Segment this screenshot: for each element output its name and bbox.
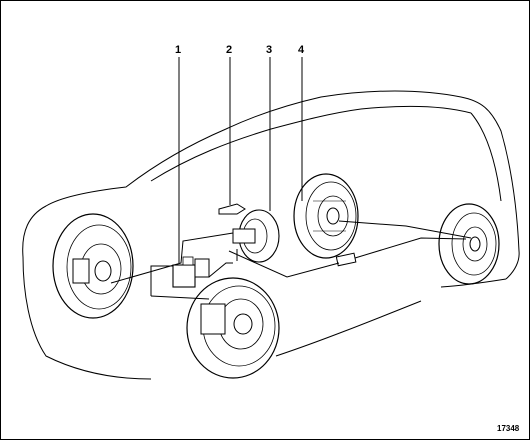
rear-brake-valve bbox=[335, 252, 357, 267]
brake-compensator-unit bbox=[172, 256, 210, 288]
callout-4: 4 bbox=[298, 44, 305, 56]
brake-lines bbox=[110, 220, 472, 300]
callout-3: 3 bbox=[266, 44, 272, 56]
rear-left-wheel bbox=[293, 173, 359, 259]
front-right-wheel bbox=[186, 277, 280, 379]
front-left-wheel bbox=[52, 213, 134, 319]
callout-leaders bbox=[178, 57, 303, 263]
callout-2: 2 bbox=[226, 44, 232, 56]
callout-1: 1 bbox=[175, 44, 181, 56]
rear-right-wheel bbox=[438, 203, 500, 285]
brake-fluid-reservoir bbox=[218, 203, 246, 215]
car-body-outline bbox=[22, 90, 520, 380]
figure-reference: 17348 bbox=[497, 424, 520, 433]
brake-booster bbox=[232, 209, 280, 263]
